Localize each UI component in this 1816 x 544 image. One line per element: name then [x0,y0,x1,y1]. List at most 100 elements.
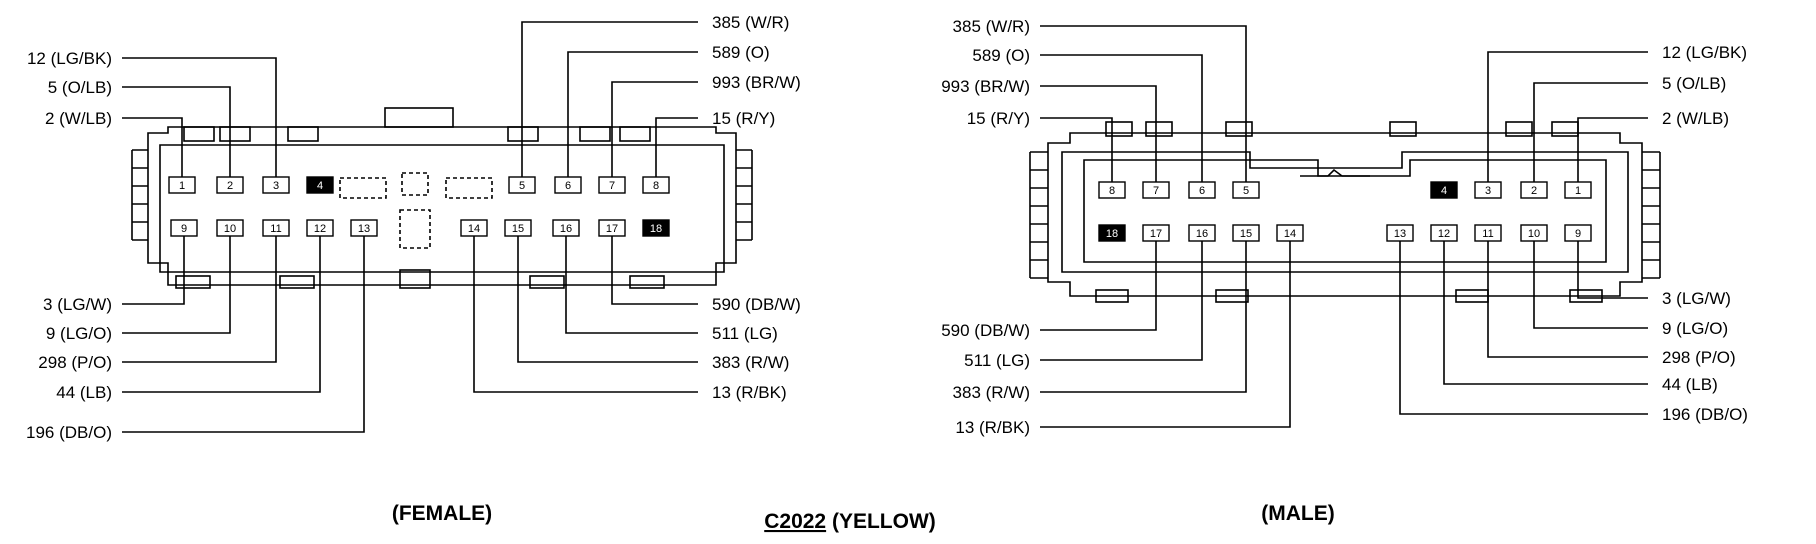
female-pin-number: 2 [227,180,233,192]
male-pin-13: 13 [1386,224,1414,242]
female-wire-label-12: 44 (LB) [56,383,112,402]
female-pin-3: 3 [262,176,290,194]
female-pin-number: 9 [181,223,187,235]
female-pin-box [642,176,670,194]
male-wire-label-15: 383 (R/W) [953,383,1030,402]
male-wire-label-13: 196 (DB/O) [1662,405,1748,424]
female-pin-9: 9 [170,219,198,237]
male-key-notch [1300,168,1370,177]
female-pin-6: 6 [554,176,582,194]
female-wire-label-6: 589 (O) [712,43,770,62]
male-pin-number: 14 [1284,228,1296,240]
male-pin-number: 2 [1531,185,1537,197]
male-pin-8: 8 [1098,181,1126,199]
female-pin-16: 16 [552,219,580,237]
male-pin-3: 3 [1474,181,1502,199]
female-left-ribs [131,149,148,241]
female-pin-number: 11 [270,223,281,235]
male-left-ribs [1029,151,1048,279]
female-wire-pin-10 [122,236,231,334]
female-pin-box [262,219,290,237]
male-pin-number: 1 [1575,185,1581,197]
male-pin-17: 17 [1142,224,1170,242]
female-pin-number: 13 [358,223,370,235]
female-pin-17: 17 [598,219,626,237]
female-pin-number: 18 [650,223,662,235]
male-pin-box [1430,181,1458,199]
female-pin-13: 13 [350,219,378,237]
male-pin-box [1098,181,1126,199]
female-wire-label-14: 13 (R/BK) [712,383,787,402]
male-pin-box [1520,224,1548,242]
male-wire-label-9: 3 (LG/W) [1662,289,1731,308]
male-pin-box [1232,181,1260,199]
female-pin-box [216,219,244,237]
male-wire-label-3: 12 (LG/BK) [1662,43,1747,62]
male-wire-label-1: 2 (W/LB) [1662,109,1729,128]
male-pin-7: 7 [1142,181,1170,199]
male-pin-box [1188,224,1216,242]
female-pin-box [350,219,378,237]
female-wire-label-11: 298 (P/O) [38,353,112,372]
male-wire-pin-17 [1040,241,1157,331]
male-wire-pin-12 [1443,241,1648,385]
female-pin-box [504,219,532,237]
male-pin-box [1142,224,1170,242]
female-center-cavity-top [401,172,429,196]
male-pin-number: 16 [1196,228,1208,240]
male-caption: (MALE) [1261,502,1334,525]
male-wire-pin-5 [1040,25,1247,182]
female-top-tab [507,126,539,142]
female-top-tab [287,126,319,142]
female-pin-box [168,176,196,194]
male-wire-pin-13 [1399,241,1648,415]
female-pin-box [598,219,626,237]
female-pin-box [642,219,670,237]
male-pin-number: 13 [1394,228,1406,240]
male-wire-label-2: 5 (O/LB) [1662,74,1726,93]
male-pin-18: 18 [1098,224,1126,242]
male-wire-pin-7 [1040,85,1157,182]
male-wire-label-7: 993 (BR/W) [941,77,1030,96]
female-labels: 12 (LG/BK)5 (O/LB)2 (W/LB)385 (W/R)589 (… [26,13,801,442]
female-pin-number: 4 [317,180,323,192]
male-pin-number: 17 [1150,228,1162,240]
male-connector-body [1029,121,1661,303]
female-wire-pin-13 [122,236,365,433]
male-housing-outline [1047,132,1643,297]
female-pin-box [552,219,580,237]
male-pin-number: 8 [1109,185,1115,197]
female-wire-label-5: 385 (W/R) [712,13,789,32]
female-center-cavity-bottom [399,209,431,249]
female-wire-pin-17 [611,236,698,305]
female-pin-number: 6 [565,180,571,192]
female-pin-number: 3 [273,180,279,192]
male-wire-pin-10 [1533,241,1648,329]
male-wire-pin-16 [1040,241,1203,361]
male-wire-pin-8 [1040,117,1113,182]
male-pin-number: 9 [1575,228,1581,240]
male-pin-16: 16 [1188,224,1216,242]
female-pin-number: 15 [512,223,524,235]
female-wire-label-1: 2 (W/LB) [45,109,112,128]
female-pin-box [306,219,334,237]
female-pin-box [306,176,334,194]
female-bottom-tab [175,275,211,289]
female-pin-number: 17 [606,223,618,235]
female-pin-number: 14 [468,223,480,235]
female-pin-box [554,176,582,194]
female-left-cavity [339,177,387,199]
female-pin-number: 1 [179,180,185,192]
female-top-tab [619,126,651,142]
female-pin-number: 7 [609,180,615,192]
male-wire-label-12: 44 (LB) [1662,375,1718,394]
male-wire-pin-1 [1577,117,1648,182]
male-pin-box [1474,181,1502,199]
female-pin-box [598,176,626,194]
male-pin-12: 12 [1430,224,1458,242]
male-pin-number: 11 [1482,228,1493,240]
male-wire-label-11: 298 (P/O) [1662,348,1736,367]
